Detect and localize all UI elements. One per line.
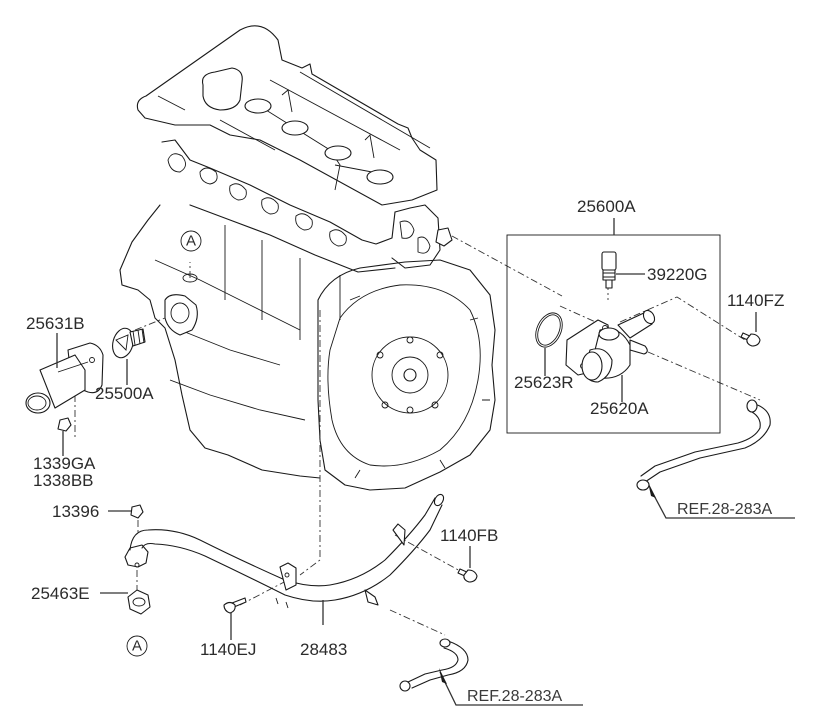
temperature-sensor-39220G: [601, 251, 617, 289]
label-39220G: 39220G: [647, 265, 708, 284]
spark-plug-well: [366, 169, 394, 185]
ref-arrow-lower: [439, 668, 447, 684]
o-ring-25623R: [535, 312, 563, 348]
ref-label-upper: REF.28-283A: [677, 501, 772, 518]
head-outlet-boss: [435, 227, 453, 247]
label-25623R: 25623R: [514, 373, 574, 392]
callout-a-gasket: A: [132, 638, 142, 655]
oil-filler-cap: [201, 67, 243, 111]
label-28483: 28483: [300, 640, 347, 659]
spark-plug-well: [244, 98, 272, 114]
ref-arrow-upper: [648, 482, 656, 498]
label-25500A: 25500A: [95, 384, 154, 403]
label-1140EJ: 1140EJ: [200, 640, 256, 659]
label-1339GA: 1339GA: [33, 454, 96, 473]
gasket-25463E: [127, 589, 151, 615]
engine-assembly: [119, 25, 496, 491]
label-1140FZ: 1140FZ: [727, 291, 784, 310]
label-25600A: 25600A: [577, 197, 636, 216]
label-25463E: 25463E: [31, 584, 90, 603]
label-25620A: 25620A: [590, 399, 649, 418]
callout-circle-gasket: [126, 635, 148, 657]
coolant-pipe-28483: [124, 493, 445, 609]
bolt-1140FB: [457, 568, 478, 583]
label-1338BB: 1338BB: [33, 471, 94, 490]
ref-label-lower: REF.28-283A: [467, 688, 562, 705]
label-1140FB: 1140FB: [440, 526, 498, 545]
coolant-hose-lower: [399, 638, 469, 692]
ref-leader-upper: [649, 487, 795, 519]
callout-a-engine: A: [186, 233, 196, 250]
water-inlet-fitting-25631B: [25, 342, 104, 414]
label-13396: 13396: [52, 502, 99, 521]
thermostat-25500A: [112, 327, 146, 359]
spark-plug-well: [281, 120, 309, 136]
callout-circle-engine: [180, 230, 202, 252]
spark-plug-well: [324, 145, 352, 161]
bolt-1140FZ: [740, 332, 761, 347]
bolt-1140EJ: [223, 597, 247, 614]
thermostat-seat: [164, 294, 198, 336]
nut-1339GA: [57, 417, 72, 432]
nut-13396: [130, 504, 144, 519]
label-25631B: 25631B: [26, 314, 85, 333]
coolant-hose-upper: [636, 399, 771, 491]
water-outlet-fitting-25620A: [565, 309, 656, 383]
